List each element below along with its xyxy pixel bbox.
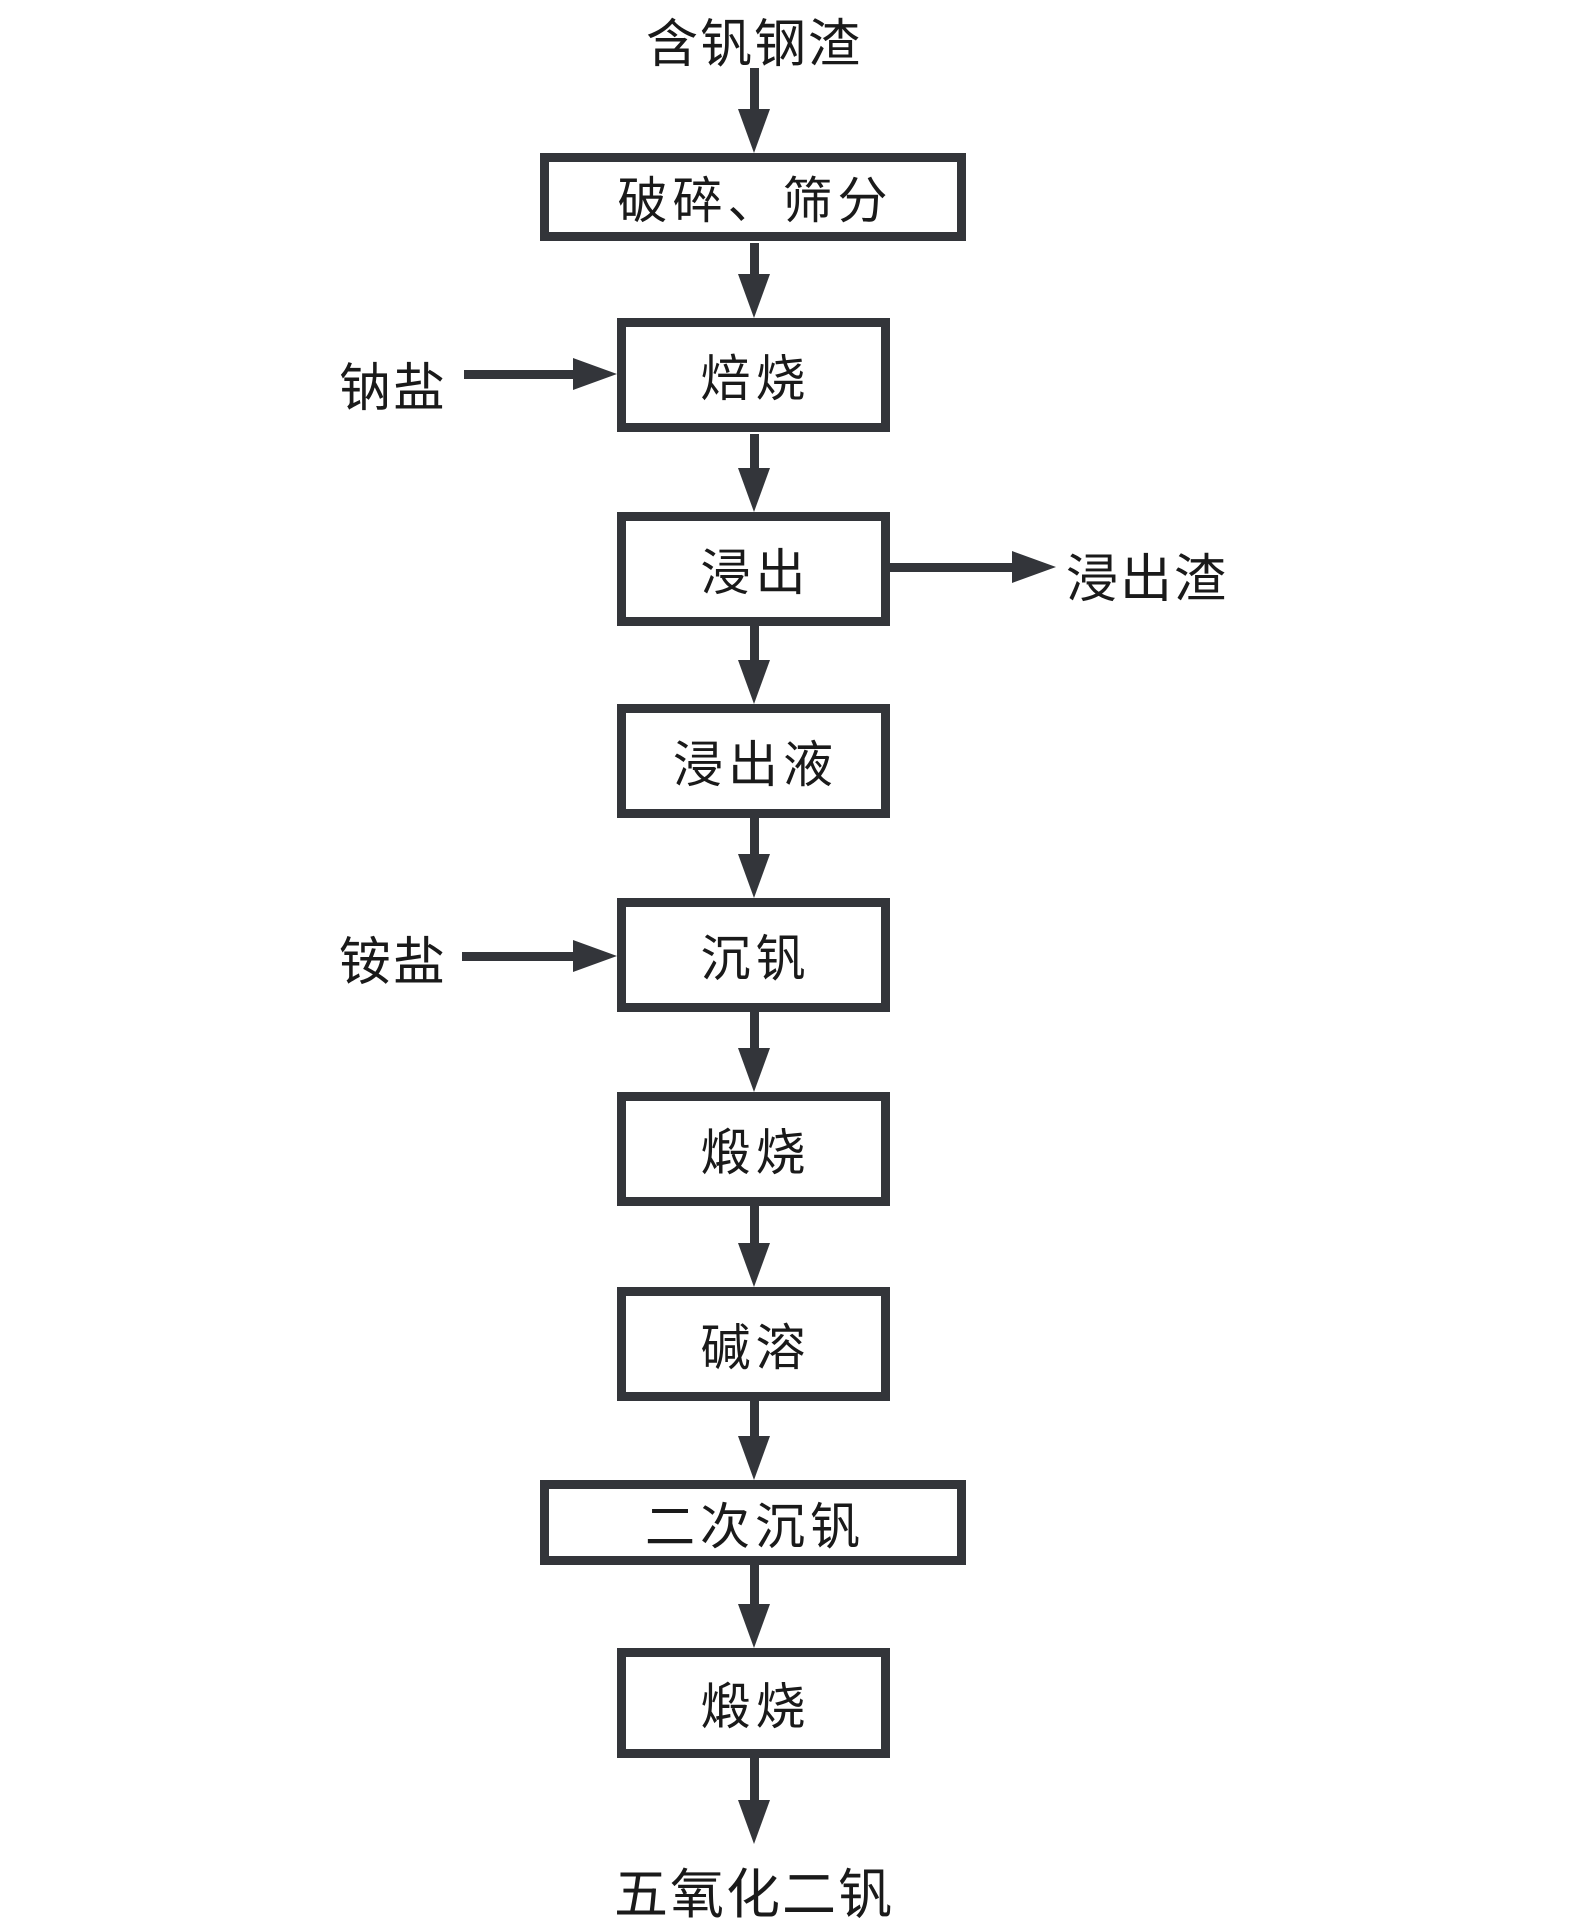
node-label: 碱溶	[700, 1320, 811, 1376]
arrow-shaft	[749, 243, 759, 274]
side-output-label-leach-residue: 浸出渣	[1066, 552, 1229, 609]
arrow-head	[1012, 551, 1056, 583]
arrow-head	[738, 660, 770, 704]
node-leachate: 浸出液	[617, 704, 890, 818]
node-vanadium-precipitation: 沉钒	[617, 898, 890, 1012]
arrow-shaft	[749, 68, 759, 109]
arrow-down-icon	[738, 1206, 770, 1287]
node-label: 焙烧	[700, 351, 811, 407]
node-label: 浸出	[700, 545, 811, 601]
arrow-down-icon	[738, 1758, 770, 1844]
arrow-head	[738, 1243, 770, 1287]
arrow-shaft	[749, 818, 759, 854]
node-alkali-dissolution: 碱溶	[617, 1287, 890, 1401]
arrow-down-icon	[738, 1012, 770, 1092]
arrow-shaft	[749, 1206, 759, 1243]
arrow-head	[738, 1436, 770, 1480]
arrow-head	[573, 940, 617, 972]
node-label: 浸出液	[673, 737, 838, 793]
arrow-right-icon	[464, 358, 617, 390]
node-label: 煅烧	[700, 1679, 811, 1735]
arrow-down-icon	[738, 626, 770, 704]
flow-end-label: 五氧化二钒	[614, 1865, 894, 1918]
node-label: 破碎、筛分	[617, 173, 893, 229]
node-label: 二次沉钒	[645, 1498, 865, 1555]
arrow-down-icon	[738, 434, 770, 512]
node-label: 煅烧	[700, 1125, 811, 1181]
arrow-shaft	[464, 369, 573, 379]
node-roasting: 焙烧	[617, 318, 890, 432]
arrow-down-icon	[738, 243, 770, 318]
arrow-right-icon	[890, 551, 1056, 583]
arrow-shaft	[462, 951, 573, 961]
arrow-shaft	[749, 1758, 759, 1800]
arrow-head	[738, 1604, 770, 1648]
arrow-down-icon	[738, 1401, 770, 1480]
arrow-shaft	[749, 1012, 759, 1048]
arrow-head	[738, 468, 770, 512]
side-input-label-sodium-salt: 钠盐	[338, 361, 447, 418]
node-leaching: 浸出	[617, 512, 890, 626]
arrow-head	[738, 854, 770, 898]
arrow-down-icon	[738, 1565, 770, 1648]
flow-start-label: 含钒钢渣	[645, 17, 863, 74]
node-label: 沉钒	[700, 931, 811, 987]
arrow-right-icon	[462, 940, 617, 972]
node-secondary-vanadium-precipitation: 二次沉钒	[540, 1480, 966, 1565]
arrow-head	[738, 1048, 770, 1092]
arrow-down-icon	[738, 818, 770, 898]
side-input-label-ammonium-salt: 铵盐	[338, 935, 447, 992]
node-calcination-2: 煅烧	[617, 1648, 890, 1758]
arrow-head	[738, 109, 770, 153]
node-crush-screen: 破碎、筛分	[540, 153, 966, 241]
arrow-shaft	[890, 562, 1012, 572]
arrow-shaft	[749, 434, 759, 468]
arrow-shaft	[749, 1401, 759, 1436]
arrow-down-icon	[738, 68, 770, 153]
arrow-head	[738, 274, 770, 318]
arrow-shaft	[749, 1565, 759, 1604]
arrow-head	[573, 358, 617, 390]
arrow-shaft	[749, 626, 759, 660]
node-calcination-1: 煅烧	[617, 1092, 890, 1206]
arrow-head	[738, 1800, 770, 1844]
